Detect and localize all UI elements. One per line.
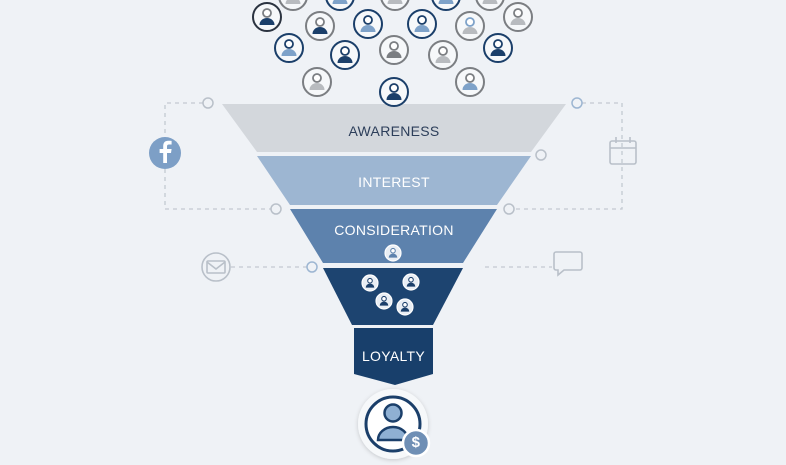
- connector-nodes: [202, 97, 583, 273]
- person-icon: [483, 33, 513, 63]
- stage-label-consideration: CONSIDERATION: [334, 222, 454, 238]
- mail-icon: [201, 252, 231, 282]
- person-icon: [379, 77, 409, 107]
- person-icon: [379, 35, 409, 65]
- person-icon: [278, 0, 308, 11]
- person-icon: [475, 0, 505, 11]
- stage-conversion: [323, 268, 463, 325]
- stage-label-awareness: AWARENESS: [348, 123, 440, 139]
- dollar-symbol: $: [411, 434, 421, 451]
- stage-awareness: [222, 104, 566, 152]
- person-icon: [353, 9, 383, 39]
- chat-icon: [553, 251, 583, 277]
- person-icon: [455, 11, 485, 41]
- stage-label-interest: INTEREST: [358, 174, 430, 190]
- person-icon: [325, 0, 355, 11]
- stage-loyalty: [354, 328, 433, 385]
- person-icon: [330, 40, 360, 70]
- person-icon: [431, 0, 461, 11]
- person-icon: [375, 292, 393, 310]
- calendar-icon: [609, 137, 637, 165]
- dollar-badge-icon: [401, 428, 431, 458]
- stage-interest: [257, 156, 531, 205]
- person-icon: [455, 67, 485, 97]
- person-icon: [402, 273, 420, 291]
- person-icon: [361, 274, 379, 292]
- person-icon: [428, 40, 458, 70]
- person-icon: [302, 67, 332, 97]
- stage-label-loyalty: LOYALTY: [361, 348, 426, 364]
- person-icon: [407, 9, 437, 39]
- person-icon: [380, 0, 410, 11]
- person-icon: [384, 244, 402, 262]
- stage-consideration: [290, 209, 497, 263]
- person-icon: [274, 33, 304, 63]
- person-icon: [503, 2, 533, 32]
- facebook-icon: [149, 137, 181, 169]
- person-icon: [252, 2, 282, 32]
- person-icon: [396, 298, 414, 316]
- person-icon: [305, 11, 335, 41]
